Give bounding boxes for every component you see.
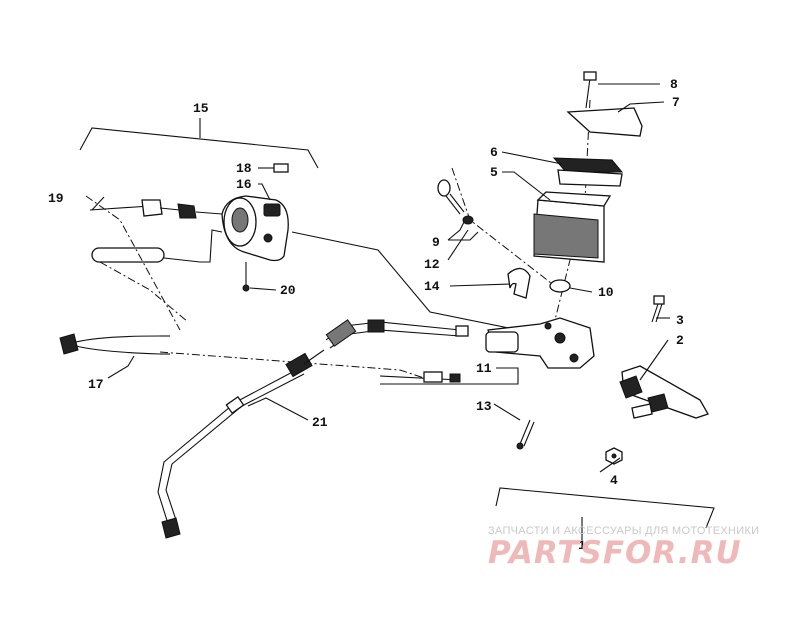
callout-labels: 8 7 6 5 15 18 16 19 9 12 14 10 3 2 20 11… (48, 77, 684, 553)
switch-housing (221, 195, 289, 262)
callout-18: 18 (236, 161, 252, 176)
part-8-screw (583, 71, 597, 109)
callout-8: 8 (670, 77, 678, 92)
part-9-bolt (437, 179, 465, 215)
reservoir-gasket (552, 157, 624, 173)
part-18-plate (273, 163, 289, 173)
watermark: ЗАПЧАСТИ И АКСЕССУАРЫ ДЛЯ МОТОТЕХНИКИ PA… (488, 525, 788, 571)
callout-6: 6 (490, 145, 498, 160)
connector-line (291, 231, 539, 335)
callout-10: 10 (598, 285, 614, 300)
callout-16: 16 (236, 177, 252, 192)
part-10-washer (549, 279, 571, 293)
watermark-logo: PARTSFOR.RU (488, 535, 742, 571)
grip-cylinder (91, 229, 223, 263)
callout-11: 11 (476, 361, 492, 376)
part-20-screw (242, 262, 250, 292)
callout-20: 20 (280, 283, 296, 298)
group-bracket-15 (79, 118, 319, 169)
master-cylinder (485, 317, 595, 369)
callout-5: 5 (490, 165, 498, 180)
alignment-line-a (85, 195, 181, 331)
callout-17: 17 (88, 377, 104, 392)
part-3-bolt (651, 295, 665, 323)
callout-15: 15 (193, 101, 209, 116)
brake-lever (619, 365, 709, 419)
callout-2: 2 (676, 333, 684, 348)
alignment-line-c (159, 351, 431, 381)
callout-13: 13 (476, 399, 492, 414)
callout-4: 4 (610, 473, 618, 488)
callout-19: 19 (48, 191, 64, 206)
part-13-screw (516, 419, 535, 450)
throttle-cable (157, 349, 325, 539)
callout-9: 9 (432, 235, 440, 250)
wiring-harness (59, 333, 170, 355)
reservoir (533, 191, 612, 263)
choke-cable (325, 319, 469, 383)
callout-14: 14 (424, 279, 440, 294)
leader-lines (91, 83, 670, 473)
callout-7: 7 (672, 95, 680, 110)
watermark-subtitle: ЗАПЧАСТИ И АКСЕССУАРЫ ДЛЯ МОТОТЕХНИКИ (488, 525, 760, 537)
alignment-line-b (99, 261, 189, 323)
callout-21: 21 (312, 415, 328, 430)
part-12-washer (462, 215, 474, 225)
reservoir-cover (566, 107, 643, 137)
callout-3: 3 (676, 313, 684, 328)
group-bracket-1 (495, 487, 715, 540)
part-19-screw-switch (89, 199, 223, 219)
part-14-clamp (507, 267, 531, 299)
callout-1: 1 (578, 538, 586, 553)
callout-12: 12 (424, 257, 440, 272)
